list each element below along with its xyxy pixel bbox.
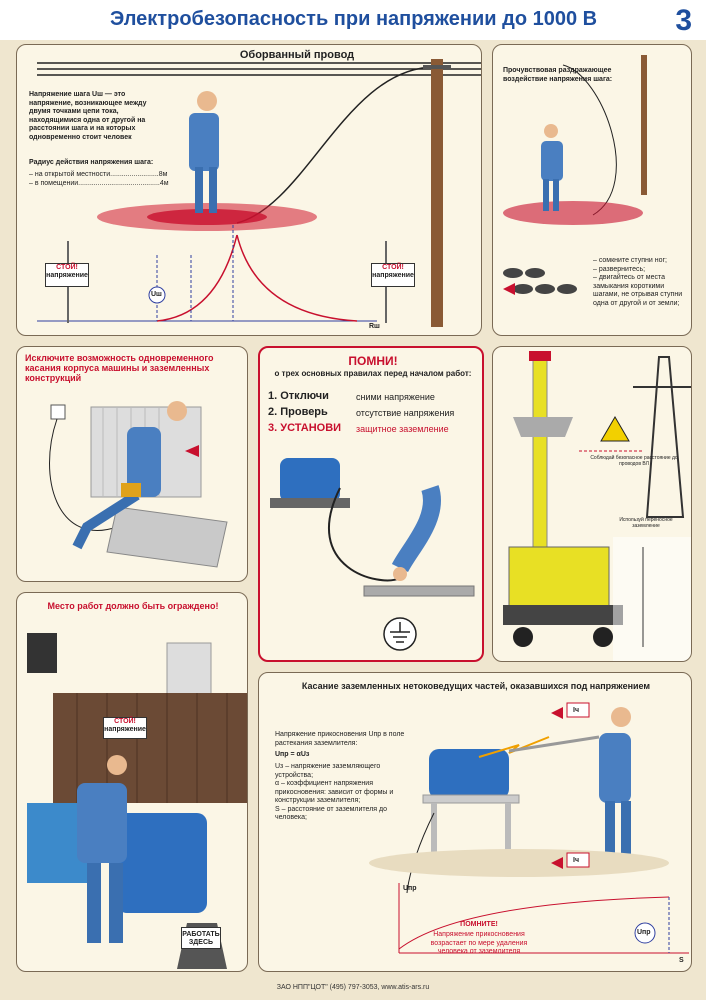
radius-indoor: – в помещении...........................… — [29, 180, 169, 187]
remember-touch-title: ПОМНИТЕ! — [460, 921, 498, 928]
footer: ЗАО НПП"ЦОТ" (495) 797-3053, www.atis-ar… — [276, 984, 430, 991]
rule-1-label: 1. Отключи — [268, 390, 329, 402]
rule-1-text: сними напряжение — [356, 392, 435, 402]
stop-sign-left: СТОЙ!напряжение — [45, 263, 89, 287]
panel-remember-rules: ПОМНИ! о трех основных правилах перед на… — [258, 346, 484, 662]
label-upr: Uпр — [403, 885, 417, 892]
avoid-contact-illustration — [49, 401, 228, 568]
step-voltage-definition: Напряжение шага Uш — это напряжение, воз… — [29, 91, 147, 141]
crane-illustration — [503, 351, 691, 661]
step-actions-illustration — [503, 55, 647, 295]
rule-2-text: отсутствие напряжения — [356, 408, 455, 418]
panel-broken-wire-title: Оборванный провод — [239, 49, 355, 61]
panel-fenced-area: Место работ должно быть ограждено! СТОЙ!… — [16, 592, 248, 972]
portable-ground-note: Используй переносное заземление — [619, 517, 673, 529]
label-rsh: Rш — [369, 323, 380, 330]
stop-sign-right: СТОЙ!напряжение — [371, 263, 415, 287]
remember-title: ПОМНИ! — [348, 354, 398, 368]
panel-touch-title: Касание заземленных нетоковедущих частей… — [301, 681, 651, 691]
label-ich-top: Iч — [573, 707, 580, 714]
panel-broken-wire: Оборванный провод Напряжение шага Uш — э… — [16, 44, 482, 336]
work-here-sign: РАБОТАТЬ ЗДЕСЬ — [181, 927, 221, 949]
panel-touch-voltage: Касание заземленных нетоковедущих частей… — [258, 672, 692, 972]
page-number: 3 — [675, 4, 692, 37]
page-title: Электробезопасность при напряжении до 10… — [110, 8, 598, 30]
label-s: S — [679, 957, 684, 964]
remember-illustration — [270, 458, 475, 651]
panel-avoid-contact: Исключите возможность одновременного кас… — [16, 346, 248, 582]
panel-step-actions-title: Прочувствовая раздражающее воздействие н… — [503, 67, 613, 83]
radius-open: – на открытой местности.................… — [29, 171, 168, 178]
label-upr-circle: Uпр — [637, 929, 651, 936]
panel-step-actions: Прочувствовая раздражающее воздействие н… — [492, 44, 692, 336]
step-actions-text: – сомкните ступни ног; – развернитесь; –… — [593, 257, 683, 307]
formula-title: Напряжение прикосновения Uпр в поле раст… — [275, 731, 405, 747]
radius-title: Радиус действия напряжения шага: — [29, 159, 154, 166]
broken-wire-illustration — [37, 59, 481, 327]
fenced-area-illustration — [27, 633, 247, 969]
formula: Uпр = αUз — [275, 751, 310, 758]
remember-touch-text: Напряжение прикосновения возрастает по м… — [430, 931, 528, 955]
remember-subtitle: о трех основных правилах перед началом р… — [274, 369, 472, 378]
rule-3-text: защитное заземление — [356, 424, 449, 434]
formula-defs: Uз – напряжение заземляющего устройства;… — [275, 763, 394, 821]
stop-sign-fence: СТОЙ!напряжение — [103, 717, 147, 739]
label-ich-bottom: Iч — [573, 857, 580, 864]
touch-voltage-illustration — [369, 702, 689, 954]
panel-crane: Соблюдай безопасное расстояние до провод… — [492, 346, 692, 662]
panel-avoid-contact-title: Исключите возможность одновременного кас… — [25, 353, 214, 383]
rule-2-label: 2. Проверь — [268, 406, 328, 418]
label-ush: Uш — [151, 291, 162, 298]
rule-3-label: 3. УСТАНОВИ — [268, 422, 342, 434]
safe-distance-note: Соблюдай безопасное расстояние до провод… — [590, 455, 678, 467]
title-bar: Электробезопасность при напряжении до 10… — [0, 0, 706, 40]
panel-fenced-title: Место работ должно быть ограждено! — [47, 601, 219, 611]
